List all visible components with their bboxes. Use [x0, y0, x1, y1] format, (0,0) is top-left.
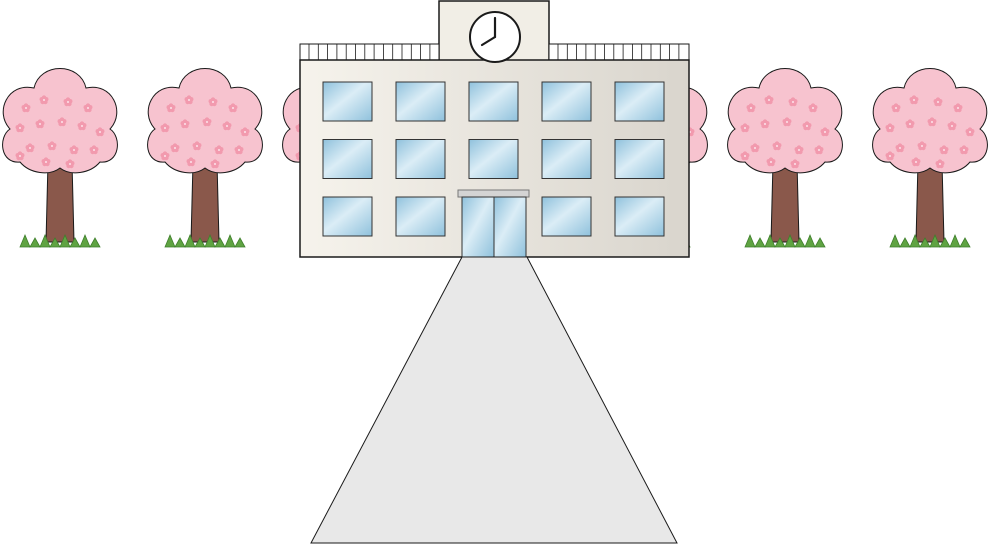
- cherry-tree: [872, 68, 988, 248]
- window-grid: [322, 81, 665, 237]
- window: [322, 81, 373, 122]
- window: [468, 81, 519, 122]
- window: [541, 196, 592, 237]
- window: [395, 139, 446, 179]
- walkway-path: [310, 256, 678, 544]
- clock-icon: [469, 11, 521, 63]
- window: [322, 139, 373, 179]
- window: [614, 139, 665, 179]
- window: [468, 139, 519, 179]
- window: [541, 139, 592, 179]
- window: [541, 81, 592, 122]
- cherry-trees: [2, 68, 988, 248]
- window: [614, 196, 665, 237]
- cherry-tree: [2, 68, 118, 248]
- entrance-canopy: [457, 189, 530, 198]
- window: [614, 81, 665, 122]
- school-building: [299, 0, 690, 258]
- entrance-door: [461, 196, 527, 258]
- window: [395, 81, 446, 122]
- cherry-tree: [147, 68, 263, 248]
- cherry-tree: [727, 68, 843, 248]
- window: [322, 196, 373, 237]
- window: [395, 196, 446, 237]
